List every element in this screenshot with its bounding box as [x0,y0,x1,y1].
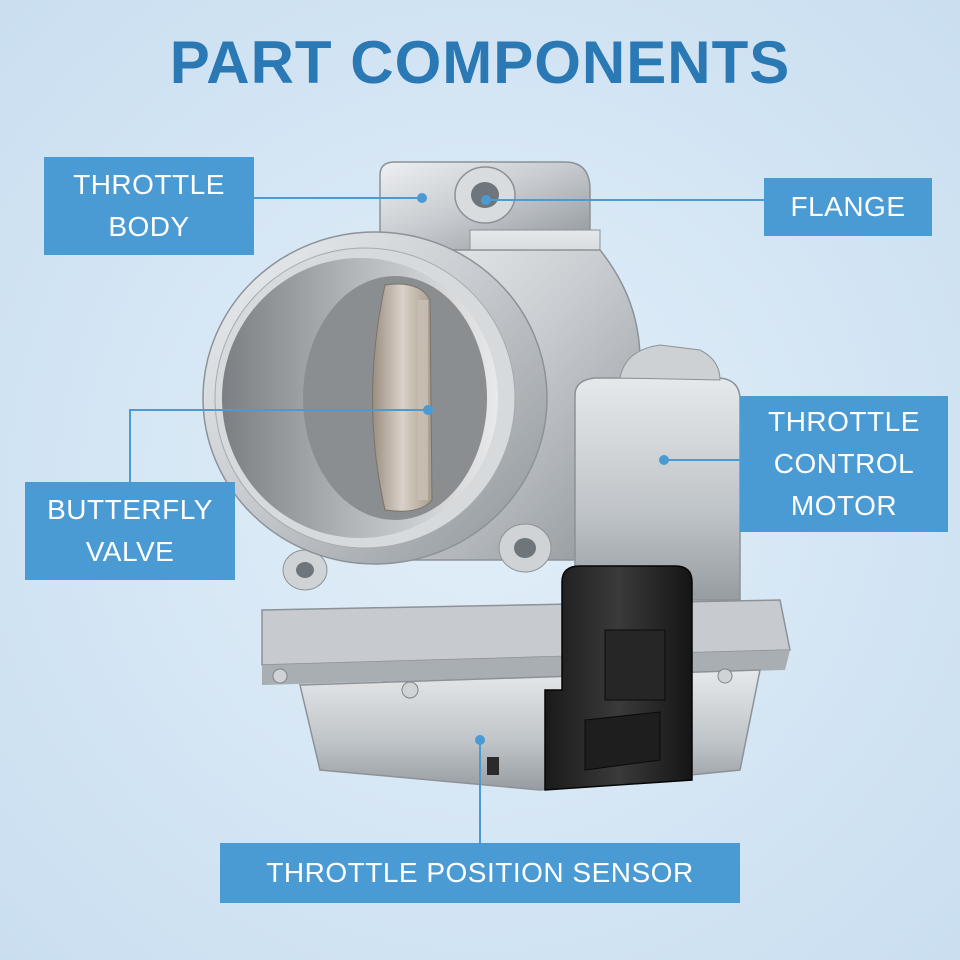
page-title: PART COMPONENTS [169,29,791,96]
callout-flange-label: FLANGE [790,191,906,222]
motor-housing [574,344,741,601]
callout-throttle-body-line-2: BODY [108,211,190,242]
butterfly-valve-plate [372,283,433,512]
electrical-connector [544,565,693,791]
callout-butterfly-valve: BUTTERFLY VALVE [25,482,235,580]
callout-motor-line-3: MOTOR [790,490,898,521]
callout-valve-line-1: BUTTERFLY [47,494,213,525]
callout-motor-line-1: THROTTLE [768,406,920,437]
callout-motor-line-2: CONTROL [773,448,915,479]
callout-throttle-body-line-1: THROTTLE [73,169,225,200]
callout-throttle-control-motor: THROTTLE CONTROL MOTOR [740,396,948,532]
callout-tps-label: THROTTLE POSITION SENSOR [266,857,694,888]
callout-throttle-position-sensor: THROTTLE POSITION SENSOR [220,843,740,903]
leader-lines [129,197,764,843]
callout-flange: FLANGE [764,178,932,236]
callout-valve-line-2: VALVE [85,536,175,567]
callout-throttle-body: THROTTLE BODY [44,157,254,255]
leader-dots [417,193,669,745]
sensor-housing [261,599,791,791]
